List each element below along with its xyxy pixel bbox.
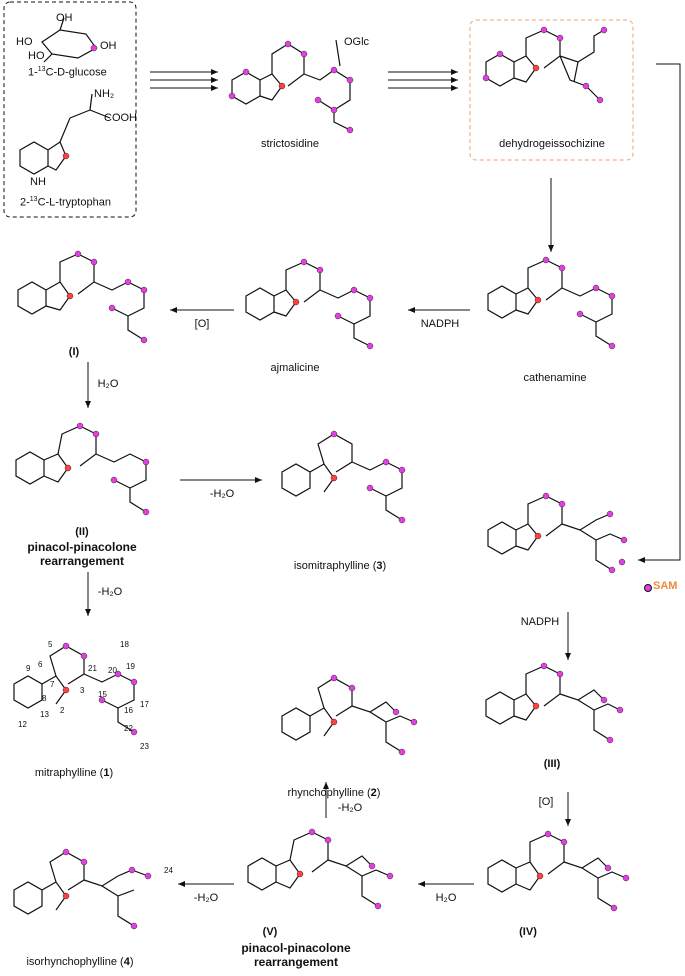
compound-I-name: (I) (68, 346, 80, 358)
isorhynchophylline-close: ) (129, 956, 134, 968)
atom-number-12: 12 (18, 720, 27, 729)
tryptophan-rest: C-L-tryptophan (37, 196, 111, 209)
reagent-NADPH-2: NADPH (520, 616, 560, 628)
rhynchophylline-number: 2 (370, 787, 377, 799)
atom-number-15: 15 (98, 690, 107, 699)
ajmalicine-structure (245, 261, 371, 347)
cathenamine-structure (487, 259, 613, 347)
tryptophan-label: 2-13C-L-tryptophan (20, 196, 111, 209)
rearrangement-label-2-line1: pinacol-pinacolone (241, 941, 351, 955)
tryptophan-isotope: 13 (29, 196, 38, 203)
reagent-minus-H2O-1: -H₂O (209, 488, 235, 500)
cathenamine-name: cathenamine (523, 372, 587, 384)
isorhynchophylline-number: 4 (123, 956, 130, 968)
rearrangement-label-1-line2: rearrangement (39, 554, 125, 568)
compound-III-structure (485, 665, 621, 741)
atom-number-19: 19 (126, 662, 135, 671)
rhynchophylline-text: rhynchophylline ( (287, 787, 371, 799)
dehydrogeissochizine-structure (485, 29, 605, 101)
c2-label-atoms (62, 64, 544, 900)
atom-label-ho-glc2: HO (28, 50, 45, 62)
isomitraphylline-close: ) (382, 560, 387, 572)
atom-number-21: 21 (88, 664, 97, 673)
atom-number-17: 17 (140, 700, 149, 709)
tryptophan-prefix: 2- (20, 196, 30, 209)
atom-label-nh-trp: NH (30, 176, 46, 188)
isorhynchophylline-text: isorhynchophylline ( (26, 956, 124, 968)
rhynchophylline-name: rhynchophylline (2) (288, 787, 381, 799)
label-atoms (62, 26, 630, 930)
reagent-minus-H2O-3: -H₂O (337, 802, 363, 814)
isomitraphylline-text: isomitraphylline ( (293, 560, 377, 572)
mitraphylline-number: 1 (103, 767, 110, 779)
compound-III-name: (III) (543, 758, 561, 770)
atom-number-7: 7 (50, 680, 55, 689)
atom-number-6: 6 (38, 660, 43, 669)
isomitraphylline-number: 3 (376, 560, 383, 572)
atom-number-24: 24 (164, 866, 173, 875)
reagent-H2O-1: H₂O (97, 378, 119, 390)
compound-I-structure (17, 253, 145, 341)
rearrangement-label-2-line2: rearrangement (253, 955, 339, 969)
glucose-rest: C-D-glucose (45, 66, 107, 79)
atom-number-2: 2 (60, 706, 65, 715)
compound-V-structure (247, 831, 391, 907)
strictosidine-name: strictosidine (260, 138, 320, 150)
reagent-NADPH-1: NADPH (420, 318, 460, 330)
compound-II-name: (II) (75, 526, 89, 538)
isorhynchophylline-name: isorhynchophylline (4) (26, 956, 133, 968)
atom-number-9: 9 (26, 664, 31, 673)
rhynchophylline-close: ) (376, 787, 381, 799)
sam-label: SAM (653, 580, 678, 592)
atom-label-nh2: NH₂ (94, 88, 115, 100)
atom-label-oglc: OGlc (344, 36, 370, 48)
isorhynchophylline-structure (13, 851, 149, 927)
reagent-O-2: [O] (538, 796, 554, 808)
atom-label-oh-glc2: OH (56, 12, 73, 24)
mitraphylline-text: mitraphylline ( (34, 767, 104, 779)
atom-number-3: 3 (80, 686, 85, 695)
methylated-intermediate-structure (487, 495, 625, 571)
rearrangement-label-1-line1: pinacol-pinacolone (27, 540, 137, 554)
rhynchophylline-structure (281, 677, 415, 753)
glucose-structure (41, 17, 97, 63)
atom-number-13: 13 (40, 710, 49, 719)
strictosidine-structure (231, 39, 351, 131)
isomitraphylline-name: isomitraphylline (3) (294, 560, 386, 572)
dehydrogeissochizine-box (469, 19, 634, 161)
mitraphylline-close: ) (109, 767, 114, 779)
reaction-arrows (85, 63, 681, 887)
reagent-minus-H2O-4: -H₂O (193, 892, 219, 904)
atom-number-5: 5 (48, 640, 53, 649)
isomitraphylline-structure (281, 433, 403, 521)
atom-number-20: 20 (108, 666, 117, 675)
sam-dot (644, 584, 652, 592)
tryptophan-structure (19, 93, 111, 175)
atom-label-cooh: COOH (104, 112, 137, 124)
atom-number-8: 8 (42, 694, 47, 703)
compound-II-structure (15, 425, 147, 513)
compound-IV-name: (IV) (519, 926, 537, 938)
glucose-prefix: 1- (28, 66, 38, 79)
dehydrogeissochizine-name: dehydrogeissochizine (499, 138, 605, 150)
atom-label-ho-glc: HO (16, 36, 33, 48)
mitraphylline-name: mitraphylline (1) (35, 767, 113, 779)
glucose-label: 1-13C-D-glucose (28, 66, 107, 79)
ajmalicine-name: ajmalicine (270, 362, 320, 374)
atom-number-16: 16 (124, 706, 133, 715)
atom-label-oh-glc: OH (100, 40, 117, 52)
mitraphylline-structure (13, 645, 135, 733)
atom-number-23: 23 (140, 742, 149, 751)
glucose-isotope: 13 (37, 66, 46, 73)
atom-number-18: 18 (120, 640, 129, 649)
atom-number-22: 22 (124, 724, 133, 733)
compound-IV-structure (487, 833, 627, 909)
reagent-O-1: [O] (194, 318, 210, 330)
compound-V-name: (V) (262, 926, 278, 938)
starting-materials-box (3, 1, 137, 218)
reagent-minus-H2O-2: -H₂O (97, 586, 123, 598)
reagent-H2O-2: H₂O (435, 892, 457, 904)
